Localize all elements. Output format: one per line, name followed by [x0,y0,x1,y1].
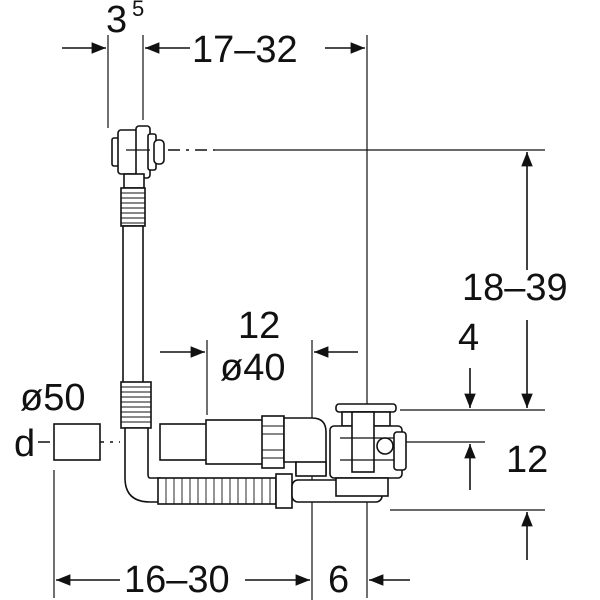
outlet-pipe [53,415,327,477]
label-16-30: 16–30 [124,559,230,600]
label-18-39: 18–39 [462,267,568,309]
labels: 3 5 17–32 18–39 12 ø40 4 12 ø50 d 16–30 … [14,0,568,600]
label-3-superscript: 5 [132,0,144,21]
label-o50: ø50 [20,377,85,419]
label-12-mid: 12 [238,305,280,347]
label-o40: ø40 [220,347,285,389]
label-d: d [14,423,35,465]
label-12-lower: 12 [506,439,548,481]
label-17-32: 17–32 [192,29,298,71]
label-3: 3 [106,0,127,41]
label-4: 4 [458,317,479,359]
dimension-lines [38,35,545,600]
drain-body [329,403,407,497]
label-6: 6 [328,559,349,600]
overflow-head [111,125,165,189]
drain-assembly [53,125,407,509]
vertical-hose [120,187,161,503]
